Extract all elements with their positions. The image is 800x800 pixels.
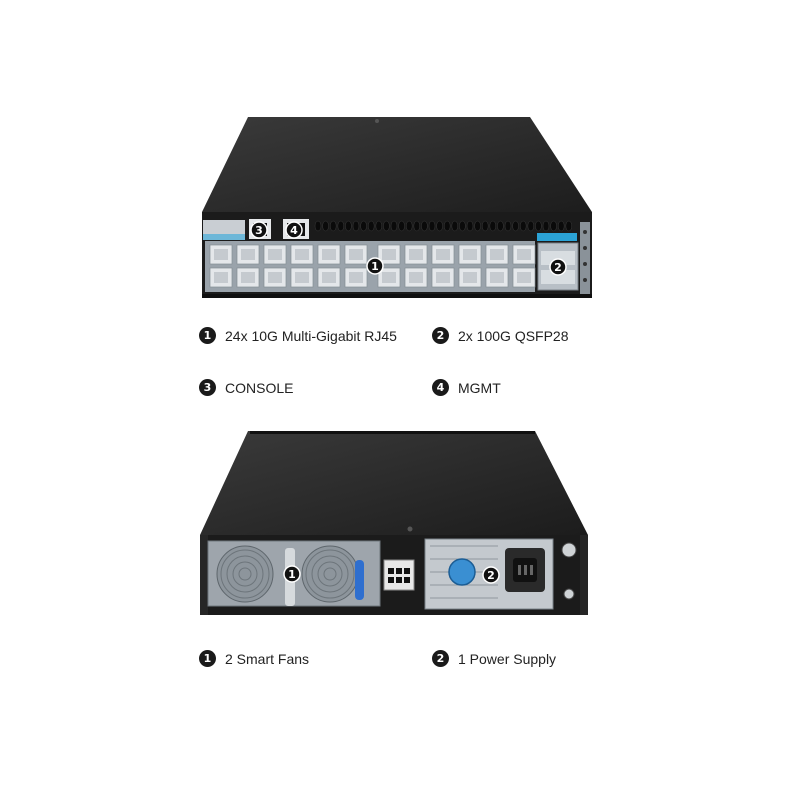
rj45-port (377, 267, 401, 288)
svg-text:4: 4 (290, 224, 298, 237)
rj45-port (485, 267, 509, 288)
front-top-lid (202, 117, 592, 212)
front-callout-3: 3 (250, 221, 268, 239)
legend-label: MGMT (458, 379, 501, 396)
legend-badge: 1 (199, 650, 216, 667)
power-supply-module (424, 538, 554, 610)
rj45-port (404, 244, 428, 265)
legend-badge: 1 (199, 327, 216, 344)
front-callout-4: 4 (285, 221, 303, 239)
rj45-port (431, 267, 455, 288)
svg-text:1: 1 (288, 568, 296, 581)
rj45-port (236, 267, 260, 288)
legend-badge: 3 (199, 379, 216, 396)
rj45-port (209, 267, 233, 288)
rear-top-lid (200, 431, 588, 535)
rj45-port (458, 267, 482, 288)
rj45-port (344, 267, 368, 288)
rj45-port (263, 244, 287, 265)
rear-panel (200, 535, 588, 615)
legend-badge: 4 (432, 379, 449, 396)
front-callout-1: 1 (366, 257, 384, 275)
rj45-port (377, 244, 401, 265)
legend-label: 1 Power Supply (458, 650, 557, 667)
rear-callout-1: 1 (283, 565, 301, 583)
legend-label: 24x 10G Multi-Gigabit RJ45 (225, 327, 397, 344)
rj45-port (485, 244, 509, 265)
legend-front-1: 1 24x 10G Multi-Gigabit RJ45 (199, 327, 397, 344)
rj45-port (344, 244, 368, 265)
ground-icon (561, 542, 577, 558)
svg-text:1: 1 (371, 260, 379, 273)
legend-badge: 2 (432, 327, 449, 344)
legend-front-3: 3 CONSOLE (199, 379, 293, 396)
rj45-port (263, 267, 287, 288)
rj45-port (290, 267, 314, 288)
rj45-port (512, 244, 536, 265)
legend-label: 2 Smart Fans (225, 650, 310, 667)
legend-label: 2x 100G QSFP28 (458, 327, 569, 344)
svg-text:3: 3 (255, 224, 263, 237)
rj45-port (458, 244, 482, 265)
legend-rear-2: 2 1 Power Supply (432, 650, 556, 667)
rj45-port (317, 267, 341, 288)
rj45-port (290, 244, 314, 265)
rj45-port (404, 267, 428, 288)
fan-module (207, 540, 381, 607)
front-callout-2: 2 (549, 258, 567, 276)
rj45-port (236, 244, 260, 265)
legend-badge: 2 (432, 650, 449, 667)
svg-text:2: 2 (554, 261, 562, 274)
rj45-port (431, 244, 455, 265)
front-switch-image: 3 4 1 2 (202, 117, 592, 298)
rj45-port (209, 244, 233, 265)
legend-front-4: 4 MGMT (432, 379, 501, 396)
rear-callout-2: 2 (482, 566, 500, 584)
legend-front-2: 2 2x 100G QSFP28 (432, 327, 569, 344)
power-connector (383, 559, 415, 591)
rj45-port (317, 244, 341, 265)
legend-rear-1: 1 2 Smart Fans (199, 650, 309, 667)
rj45-port (512, 267, 536, 288)
legend-label: CONSOLE (225, 379, 294, 396)
svg-text:2: 2 (487, 569, 495, 582)
